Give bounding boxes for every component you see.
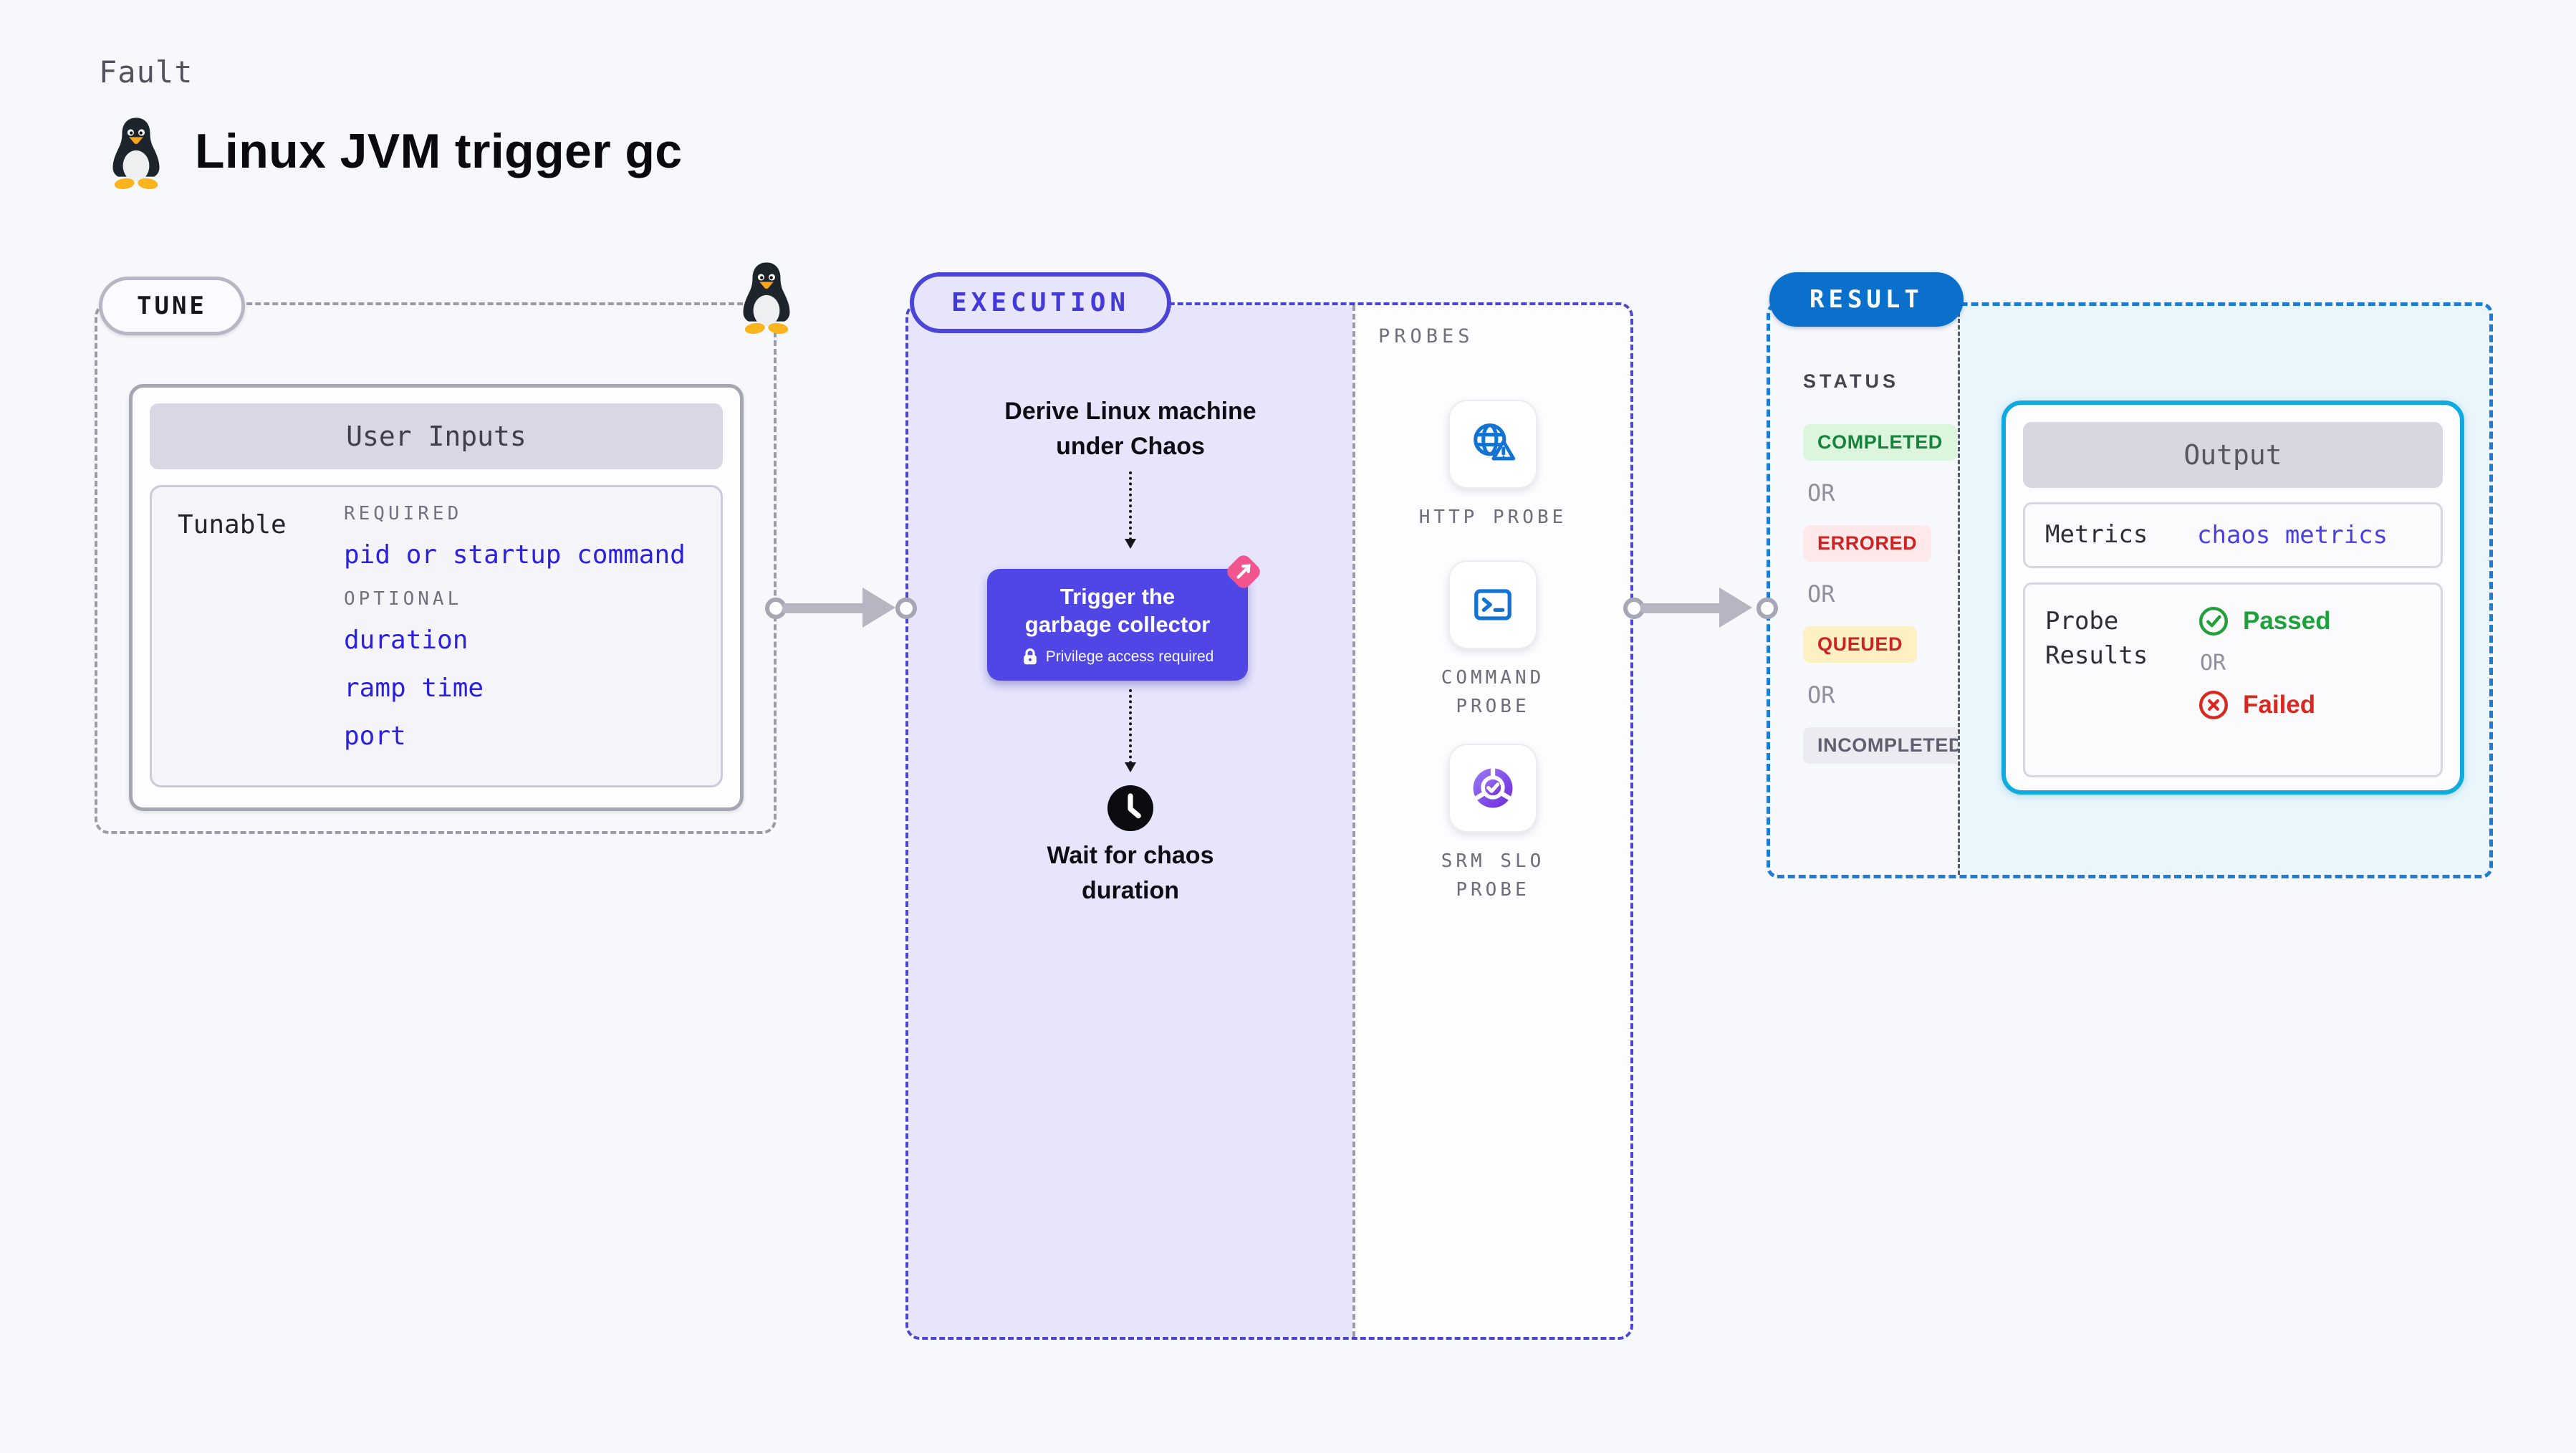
probe-results-label: Probe Results (2045, 607, 2148, 670)
probes-label: PROBES (1378, 325, 1474, 347)
derive-step-text: Derive Linux machine under Chaos (1004, 398, 1256, 461)
wait-step-text: Wait for chaos duration (1047, 842, 1214, 905)
probe-item-srm-slo: SRM SLO PROBE (1355, 744, 1630, 905)
lock-icon (1023, 648, 1037, 664)
x-circle-icon (2198, 690, 2229, 720)
page-title: Linux JVM trigger gc (195, 124, 683, 178)
link-port[interactable]: port (344, 721, 406, 751)
tune-label-pill: TUNE (99, 277, 245, 335)
link-duration[interactable]: duration (344, 625, 468, 655)
or-separator: OR (2200, 651, 2226, 676)
connector-dot (1756, 598, 1778, 619)
globe-alert-icon (1474, 423, 1516, 461)
clock-icon (1107, 785, 1153, 831)
tux-penguin-icon (112, 118, 160, 189)
tunable-list: REQUIRED pid or startup command OPTIONAL… (344, 503, 686, 751)
tunable-row-label: Tunable (178, 510, 287, 540)
status-column: STATUS COMPLETED OR ERRORED OR QUEUED OR… (1770, 306, 1978, 875)
link-ramp-time[interactable]: ramp time (344, 673, 484, 703)
result-label-pill: RESULT (1769, 272, 1964, 327)
execution-label-pill: EXECUTION (910, 272, 1172, 333)
probe-card (1448, 400, 1537, 489)
link-pid-or-startup-command[interactable]: pid or startup command (344, 540, 686, 570)
slo-donut-check-icon (1473, 767, 1513, 808)
trigger-action-title: Trigger the garbage collector (1024, 584, 1211, 637)
probe-card (1448, 560, 1537, 649)
or-separator: OR (1807, 479, 1835, 507)
tux-penguin-icon-small (743, 262, 790, 334)
user-inputs-header: User Inputs (150, 403, 723, 469)
failed-label: Failed (2243, 691, 2316, 719)
status-label: STATUS (1803, 370, 1899, 392)
status-badge-incompleted: INCOMPLETED (1803, 727, 1978, 764)
metrics-row: Metrics chaos metrics (2023, 502, 2443, 568)
tune-section-box (95, 302, 777, 834)
fault-kicker: Fault (99, 54, 193, 90)
execution-section-box: Derive Linux machine under Chaos Trigger… (905, 302, 1633, 1340)
passed-label: Passed (2243, 607, 2331, 635)
terminal-icon (1474, 589, 1512, 620)
status-badge-errored: ERRORED (1803, 525, 1932, 562)
output-card: Output Metrics chaos metrics Probe Resul… (2001, 401, 2464, 795)
status-badge-queued: QUEUED (1803, 626, 1918, 663)
connector-dot (895, 598, 917, 619)
flow-arrow-down (1125, 471, 1136, 549)
metrics-label: Metrics (2045, 520, 2148, 550)
probe-results-row: Probe Results Passed (2023, 582, 2443, 777)
probe-label: COMMAND PROBE (1441, 667, 1545, 718)
probe-label: HTTP PROBE (1418, 507, 1567, 528)
result-section-box: STATUS COMPLETED OR ERRORED OR QUEUED OR… (1767, 302, 2493, 878)
trigger-gc-action-node: Trigger the garbage collector Privilege … (987, 555, 1260, 681)
connector-dot (1623, 598, 1645, 619)
chaos-spark-icon (1227, 555, 1260, 588)
probe-card (1448, 744, 1537, 833)
privilege-note: Privilege access required (1045, 648, 1214, 665)
link-chaos-metrics[interactable]: chaos metrics (2197, 521, 2388, 550)
probes-panel: PROBES HTTP PROBE (1352, 305, 1630, 1337)
probe-label: SRM SLO PROBE (1441, 850, 1545, 901)
required-label: REQUIRED (344, 503, 463, 524)
execution-flow-area: Derive Linux machine under Chaos Trigger… (908, 305, 1352, 1337)
flow-arrow-down (1125, 689, 1136, 772)
or-separator: OR (1807, 580, 1835, 608)
check-circle-icon (2198, 606, 2229, 636)
output-header: Output (2023, 422, 2443, 488)
user-inputs-body: Tunable REQUIRED pid or startup command … (150, 485, 723, 787)
optional-label: OPTIONAL (344, 588, 463, 610)
probe-item-command: COMMAND PROBE (1355, 560, 1630, 721)
or-separator: OR (1807, 681, 1835, 709)
user-inputs-card: User Inputs Tunable REQUIRED pid or star… (129, 384, 744, 811)
probe-item-http: HTTP PROBE (1355, 400, 1630, 532)
status-badge-completed: COMPLETED (1803, 424, 1957, 461)
output-panel: Output Metrics chaos metrics Probe Resul… (1958, 306, 2489, 875)
